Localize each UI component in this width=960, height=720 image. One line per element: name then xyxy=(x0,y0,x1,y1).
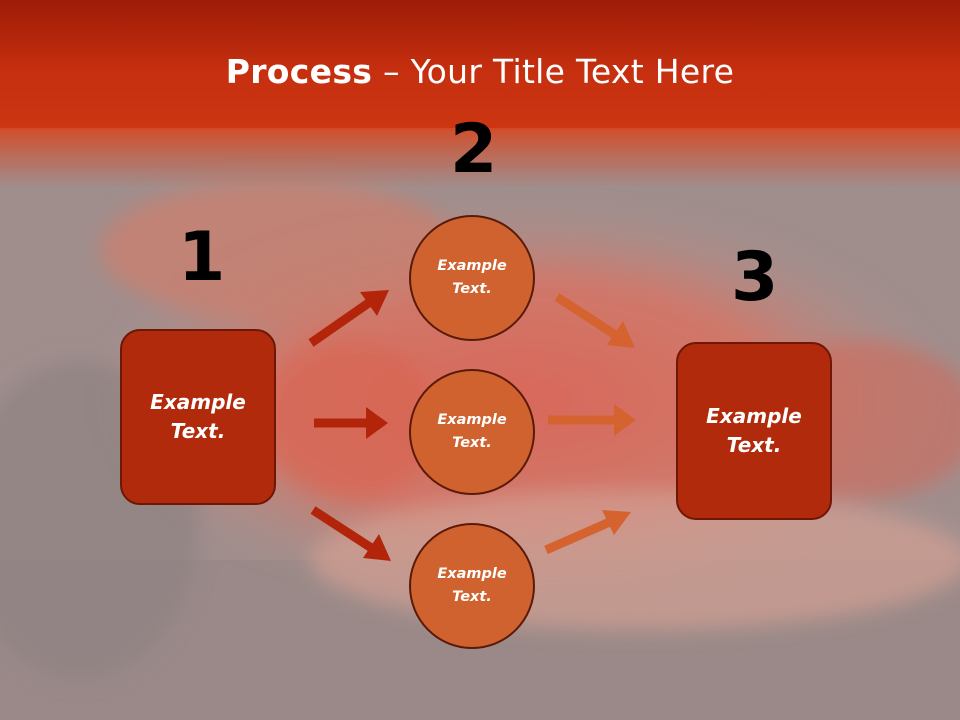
slide-title: Process – Your Title Text Here xyxy=(0,52,960,91)
title-bold: Process xyxy=(225,52,373,91)
right-box-text: Example Text. xyxy=(706,404,802,457)
circle-middle-text: Example Text. xyxy=(437,412,507,451)
circle-bottom: Example Text. xyxy=(409,523,535,649)
title-rest: – Your Title Text Here xyxy=(372,52,735,91)
step-number-3: 3 xyxy=(731,238,779,317)
circle-middle: Example Text. xyxy=(409,369,535,495)
circle-top: Example Text. xyxy=(409,215,535,341)
circle-top-text: Example Text. xyxy=(437,258,507,297)
left-box: Example Text. xyxy=(120,329,276,505)
step-number-2: 2 xyxy=(450,110,498,189)
step-number-1: 1 xyxy=(178,218,226,297)
left-box-text: Example Text. xyxy=(150,390,246,443)
circle-bottom-text: Example Text. xyxy=(437,566,507,605)
right-box: Example Text. xyxy=(676,342,832,520)
